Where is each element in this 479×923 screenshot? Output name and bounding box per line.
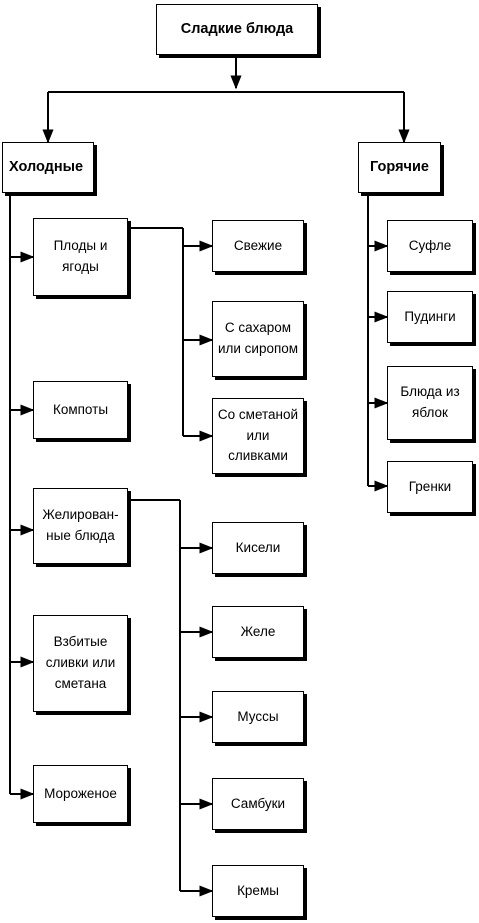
creams-node: Кремы [212,865,304,917]
mousse-node: Муссы [212,691,304,743]
ice-cream-node: Мороженое [33,765,128,823]
cold-category-node: Холодные [2,142,94,193]
compotes-node: Компоты [33,381,128,439]
jellied-dishes-node: Желирован- ные блюда [33,488,128,564]
sambuca-node: Самбуки [212,778,304,830]
whipped-cream-node: Взбитые сливки или сметана [33,615,128,712]
croutons-node: Гренки [387,461,473,513]
kissel-node: Кисели [212,522,304,574]
apple-dishes-node: Блюда из яблок [387,366,473,440]
puddings-node: Пудинги [387,291,473,343]
root-node: Сладкие блюда [156,4,318,55]
fresh-node: Свежие [212,220,304,272]
souffle-node: Суфле [387,220,473,272]
hot-category-node: Горячие [358,142,441,193]
jelly-node: Желе [212,606,304,658]
fruits-berries-node: Плоды и ягоды [33,218,128,296]
with-sour-cream-node: Со сметаной или сливками [212,398,304,474]
with-sugar-node: С сахаром или сиропом [212,301,304,377]
